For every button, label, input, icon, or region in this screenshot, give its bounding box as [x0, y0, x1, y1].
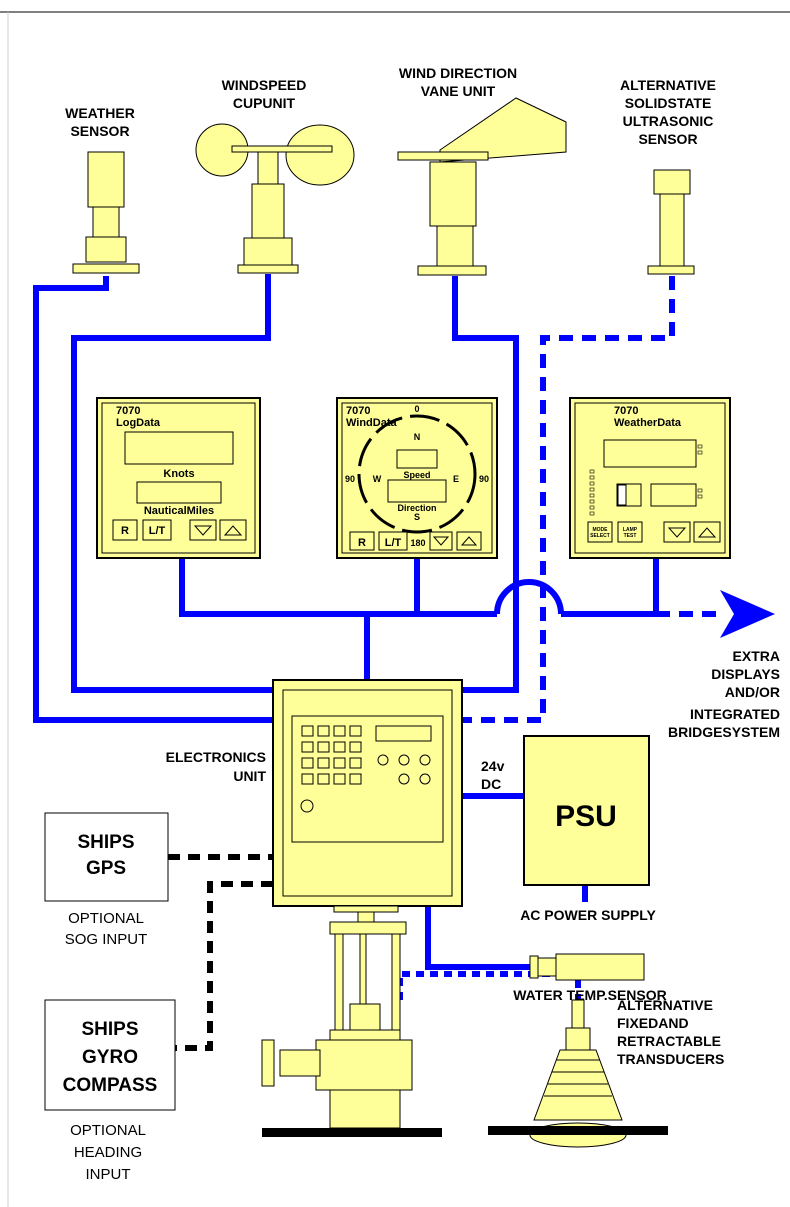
- weatherdata-lamp-2: TEST: [624, 533, 637, 539]
- ultrasonic-label-2: SOLIDSTATE: [625, 95, 712, 111]
- transducers-label-3: RETRACTABLE: [617, 1033, 721, 1049]
- wind-direction-vane: [397, 97, 567, 276]
- transducers-label-4: TRANSDUCERS: [617, 1051, 724, 1067]
- windspeed-label-1: WINDSPEED: [222, 77, 307, 93]
- winddata-w: W: [373, 474, 382, 484]
- serial-cables: [168, 854, 273, 1051]
- logdata-nm: NauticalMiles: [144, 505, 214, 517]
- electronics-unit: [272, 679, 463, 907]
- winddata-deg180: 180: [410, 538, 425, 548]
- logdata-name: LogData: [116, 417, 161, 429]
- water-temp-sensor: [529, 953, 645, 981]
- cable-windspeed: [71, 274, 273, 693]
- hull-left: [262, 1128, 442, 1137]
- gyro-label-2: GYRO: [82, 1047, 138, 1068]
- gyro-label-3: COMPASS: [63, 1075, 158, 1096]
- weatherdata-model: 7070: [614, 405, 638, 417]
- weather-sensor: [72, 151, 140, 274]
- electronics-label-2: UNIT: [233, 768, 266, 784]
- winddata-n: N: [414, 432, 421, 442]
- logdata-btn-lt: L/T: [149, 525, 166, 537]
- gps-note-1: OPTIONAL: [68, 910, 144, 927]
- weatherdata-mode-2: SELECT: [590, 533, 610, 539]
- winddata-model: 7070: [346, 405, 370, 417]
- winddata-btn-r: R: [358, 537, 366, 549]
- cable-crossover: [494, 579, 564, 615]
- windspeed-cup-unit: [195, 123, 355, 274]
- psu-box: [523, 735, 650, 886]
- extra-label-3: AND/OR: [725, 684, 780, 700]
- winddata-direction: Direction: [397, 503, 436, 513]
- cable-fixed-transducer: [397, 971, 581, 1000]
- logdata-model: 7070: [116, 405, 140, 417]
- weather-sensor-label-2: SENSOR: [70, 123, 129, 139]
- gps-box: [44, 812, 169, 902]
- winddata-display: [336, 397, 498, 559]
- gps-note-2: SOG INPUT: [65, 931, 148, 948]
- gps-label-1: SHIPS: [77, 832, 134, 853]
- cable-water-temp: [425, 905, 530, 970]
- transducers-label-1: ALTERNATIVE: [617, 997, 713, 1013]
- windspeed-label-2: CUPUNIT: [233, 95, 296, 111]
- weatherdata-lamp-1: LAMP: [623, 527, 638, 533]
- ultrasonic-label-4: SENSOR: [638, 131, 697, 147]
- transducers-label-2: FIXEDAND: [617, 1015, 689, 1031]
- wind-direction-label-1: WIND DIRECTION: [399, 65, 517, 81]
- cable-ultrasonic: [462, 276, 675, 723]
- cable-display-bus: [179, 558, 370, 680]
- ac-power-label: AC POWER SUPPLY: [520, 907, 656, 923]
- gyro-note-3: INPUT: [86, 1166, 131, 1183]
- cable-wind-direction: [452, 276, 519, 693]
- weather-sensor-label-1: WEATHER: [65, 105, 135, 121]
- electronics-label-1: ELECTRONICS: [166, 749, 266, 765]
- winddata-s: S: [414, 512, 420, 522]
- cable-gyro: [175, 881, 273, 1051]
- logdata-display: [96, 397, 261, 559]
- psu-label: PSU: [555, 800, 617, 833]
- dashed-cables: [397, 276, 720, 1000]
- extra-label-2: DISPLAYS: [711, 666, 780, 682]
- winddata-btn-lt: L/T: [385, 537, 402, 549]
- weatherdata-name: WeatherData: [614, 417, 682, 429]
- extra-label-4: INTEGRATED: [690, 706, 780, 722]
- gps-label-2: GPS: [86, 858, 126, 879]
- dc-label-1: 24v: [481, 758, 505, 774]
- wind-direction-label-2: VANE UNIT: [421, 83, 496, 99]
- gyro-note-2: HEADING: [74, 1144, 142, 1161]
- water-temp-label: WATER TEMP.SENSOR: [513, 987, 667, 1003]
- winddata-speed: Speed: [403, 470, 430, 480]
- extra-arrow-icon: [720, 590, 775, 638]
- gyro-box: [44, 999, 176, 1111]
- ultrasonic-label-3: ULTRASONIC: [623, 113, 714, 129]
- weatherdata-display: [569, 397, 731, 559]
- extra-label-5: BRIDGESYSTEM: [668, 724, 780, 740]
- retractable-transducer: [261, 905, 413, 1129]
- logdata-knots: Knots: [163, 468, 194, 480]
- winddata-deg90l: 90: [345, 474, 355, 484]
- weatherdata-mode-1: MODE: [593, 527, 609, 533]
- gyro-note-1: OPTIONAL: [70, 1122, 146, 1139]
- winddata-e: E: [453, 474, 459, 484]
- winddata-name: WindData: [346, 417, 398, 429]
- gyro-label-1: SHIPS: [81, 1019, 138, 1040]
- winddata-deg90r: 90: [479, 474, 489, 484]
- fixed-transducer: [529, 999, 627, 1148]
- ultrasonic-label-1: ALTERNATIVE: [620, 77, 716, 93]
- dc-label-2: DC: [481, 776, 501, 792]
- extra-label-1: EXTRA: [733, 648, 780, 664]
- logdata-btn-r: R: [121, 525, 129, 537]
- cable-weather-sensor: [33, 276, 273, 723]
- winddata-deg0: 0: [414, 404, 419, 414]
- hull-right: [488, 1126, 668, 1135]
- ultrasonic-sensor: [647, 169, 695, 275]
